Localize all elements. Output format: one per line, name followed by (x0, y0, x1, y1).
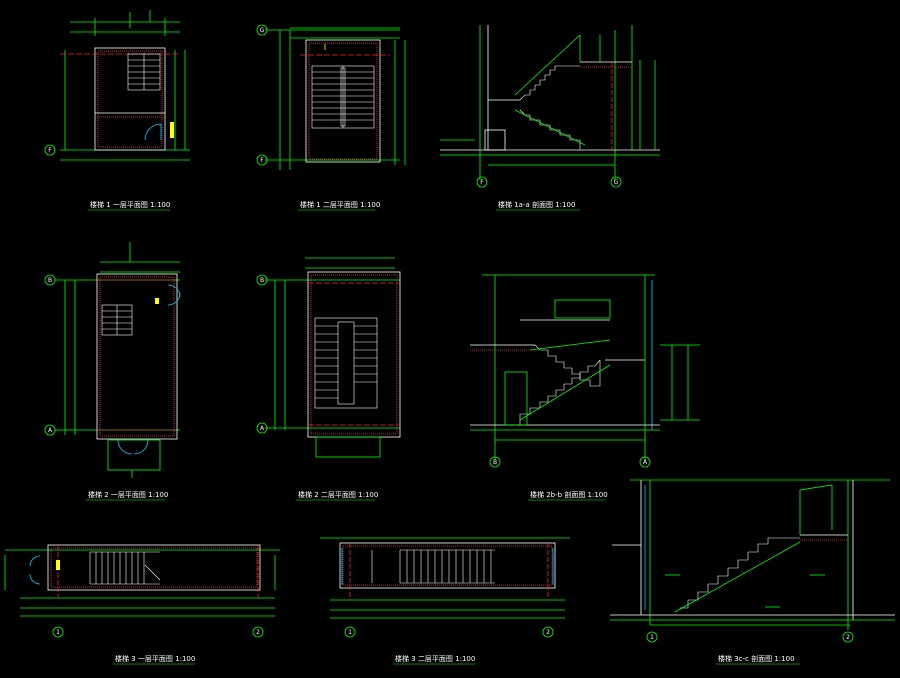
drawing-title: 楼梯 1a-a 剖面图 1:100 (498, 200, 575, 209)
axis-label: F (480, 179, 484, 186)
axis-bubble-B (489, 456, 501, 468)
axis-bubble-F (44, 144, 56, 156)
axis-label: 2 (846, 634, 850, 641)
axis-label: A (260, 425, 265, 432)
axis-label: B (260, 277, 264, 284)
stair1-floor1-plan (60, 10, 190, 161)
axis-bubble-B (256, 274, 268, 286)
stair1-section (440, 25, 660, 180)
drawing-title: 楼梯 3 二层平面图 1:100 (395, 654, 475, 663)
axis-label: 1 (650, 634, 654, 641)
drawing-title: 楼梯 3 一层平面图 1:100 (115, 654, 195, 663)
axis-bubble-1 (646, 631, 658, 643)
drawing-title: 楼梯 2 二层平面图 1:100 (298, 490, 378, 499)
axis-bubble-F (256, 154, 268, 166)
stair2-section (470, 274, 700, 460)
stair1-floor2-plan (265, 27, 406, 170)
axis-bubble-B (44, 274, 56, 286)
axis-bubble-G (256, 24, 268, 36)
axis-label: 1 (56, 629, 60, 636)
drawing-title: 楼梯 3c-c 剖面图 1:100 (718, 654, 795, 663)
axis-bubble-A (256, 422, 268, 434)
axis-bubble-2 (542, 626, 554, 638)
axis-bubble-1 (344, 626, 356, 638)
axis-bubble-A (639, 456, 651, 468)
axis-bubble-F (476, 176, 488, 188)
drawing-title: 楼梯 2 一层平面图 1:100 (88, 490, 168, 499)
axis-label: B (48, 277, 52, 284)
stair3-floor1-plan (4, 544, 280, 617)
axis-label: B (493, 459, 497, 466)
axis-bubble-1 (52, 626, 64, 638)
axis-label: 1 (348, 629, 352, 636)
stair2-floor1-plan (55, 242, 181, 478)
axis-label: A (643, 459, 648, 466)
axis-bubble-G (610, 176, 622, 188)
axis-label: 2 (546, 629, 550, 636)
drawing-title: 楼梯 2b-b 剖面图 1:100 (530, 490, 608, 499)
stair2-floor2-plan (265, 257, 401, 458)
axis-label: A (48, 427, 53, 434)
stair3-floor2-plan (320, 537, 570, 619)
axis-label: 2 (256, 629, 260, 636)
axis-bubble-A (44, 424, 56, 436)
axis-label: F (48, 147, 52, 154)
axis-label: G (614, 179, 619, 186)
axis-bubble-2 (252, 626, 264, 638)
axis-label: F (260, 157, 264, 164)
axis-bubble-2 (842, 631, 854, 643)
drawing-title: 楼梯 1 一层平面图 1:100 (90, 200, 170, 209)
axis-label: G (260, 27, 265, 34)
drawing-title: 楼梯 1 二层平面图 1:100 (300, 200, 380, 209)
stair3-section (610, 479, 895, 630)
